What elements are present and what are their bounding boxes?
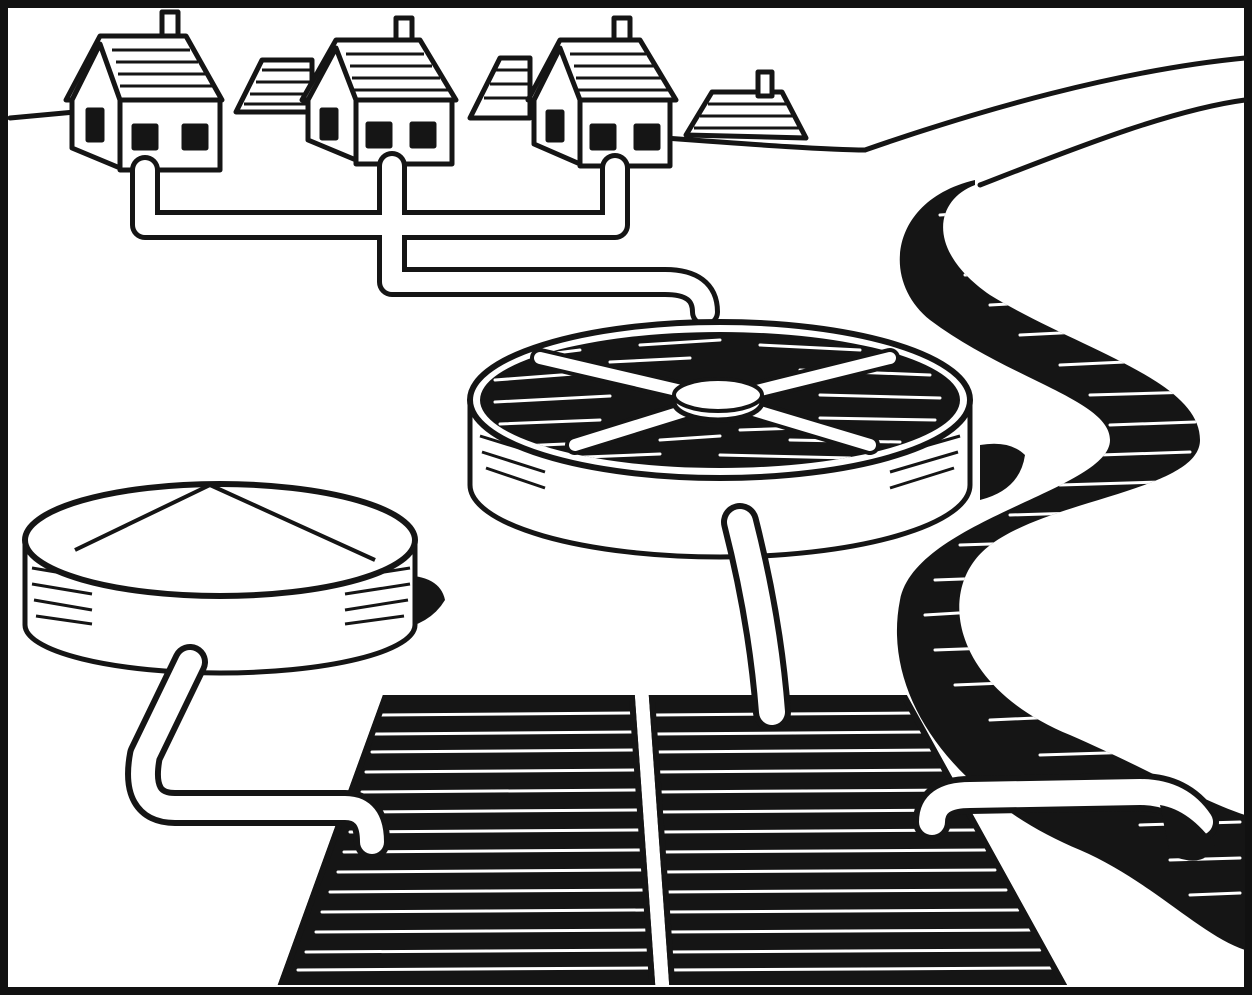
settling-tank [25, 484, 445, 673]
